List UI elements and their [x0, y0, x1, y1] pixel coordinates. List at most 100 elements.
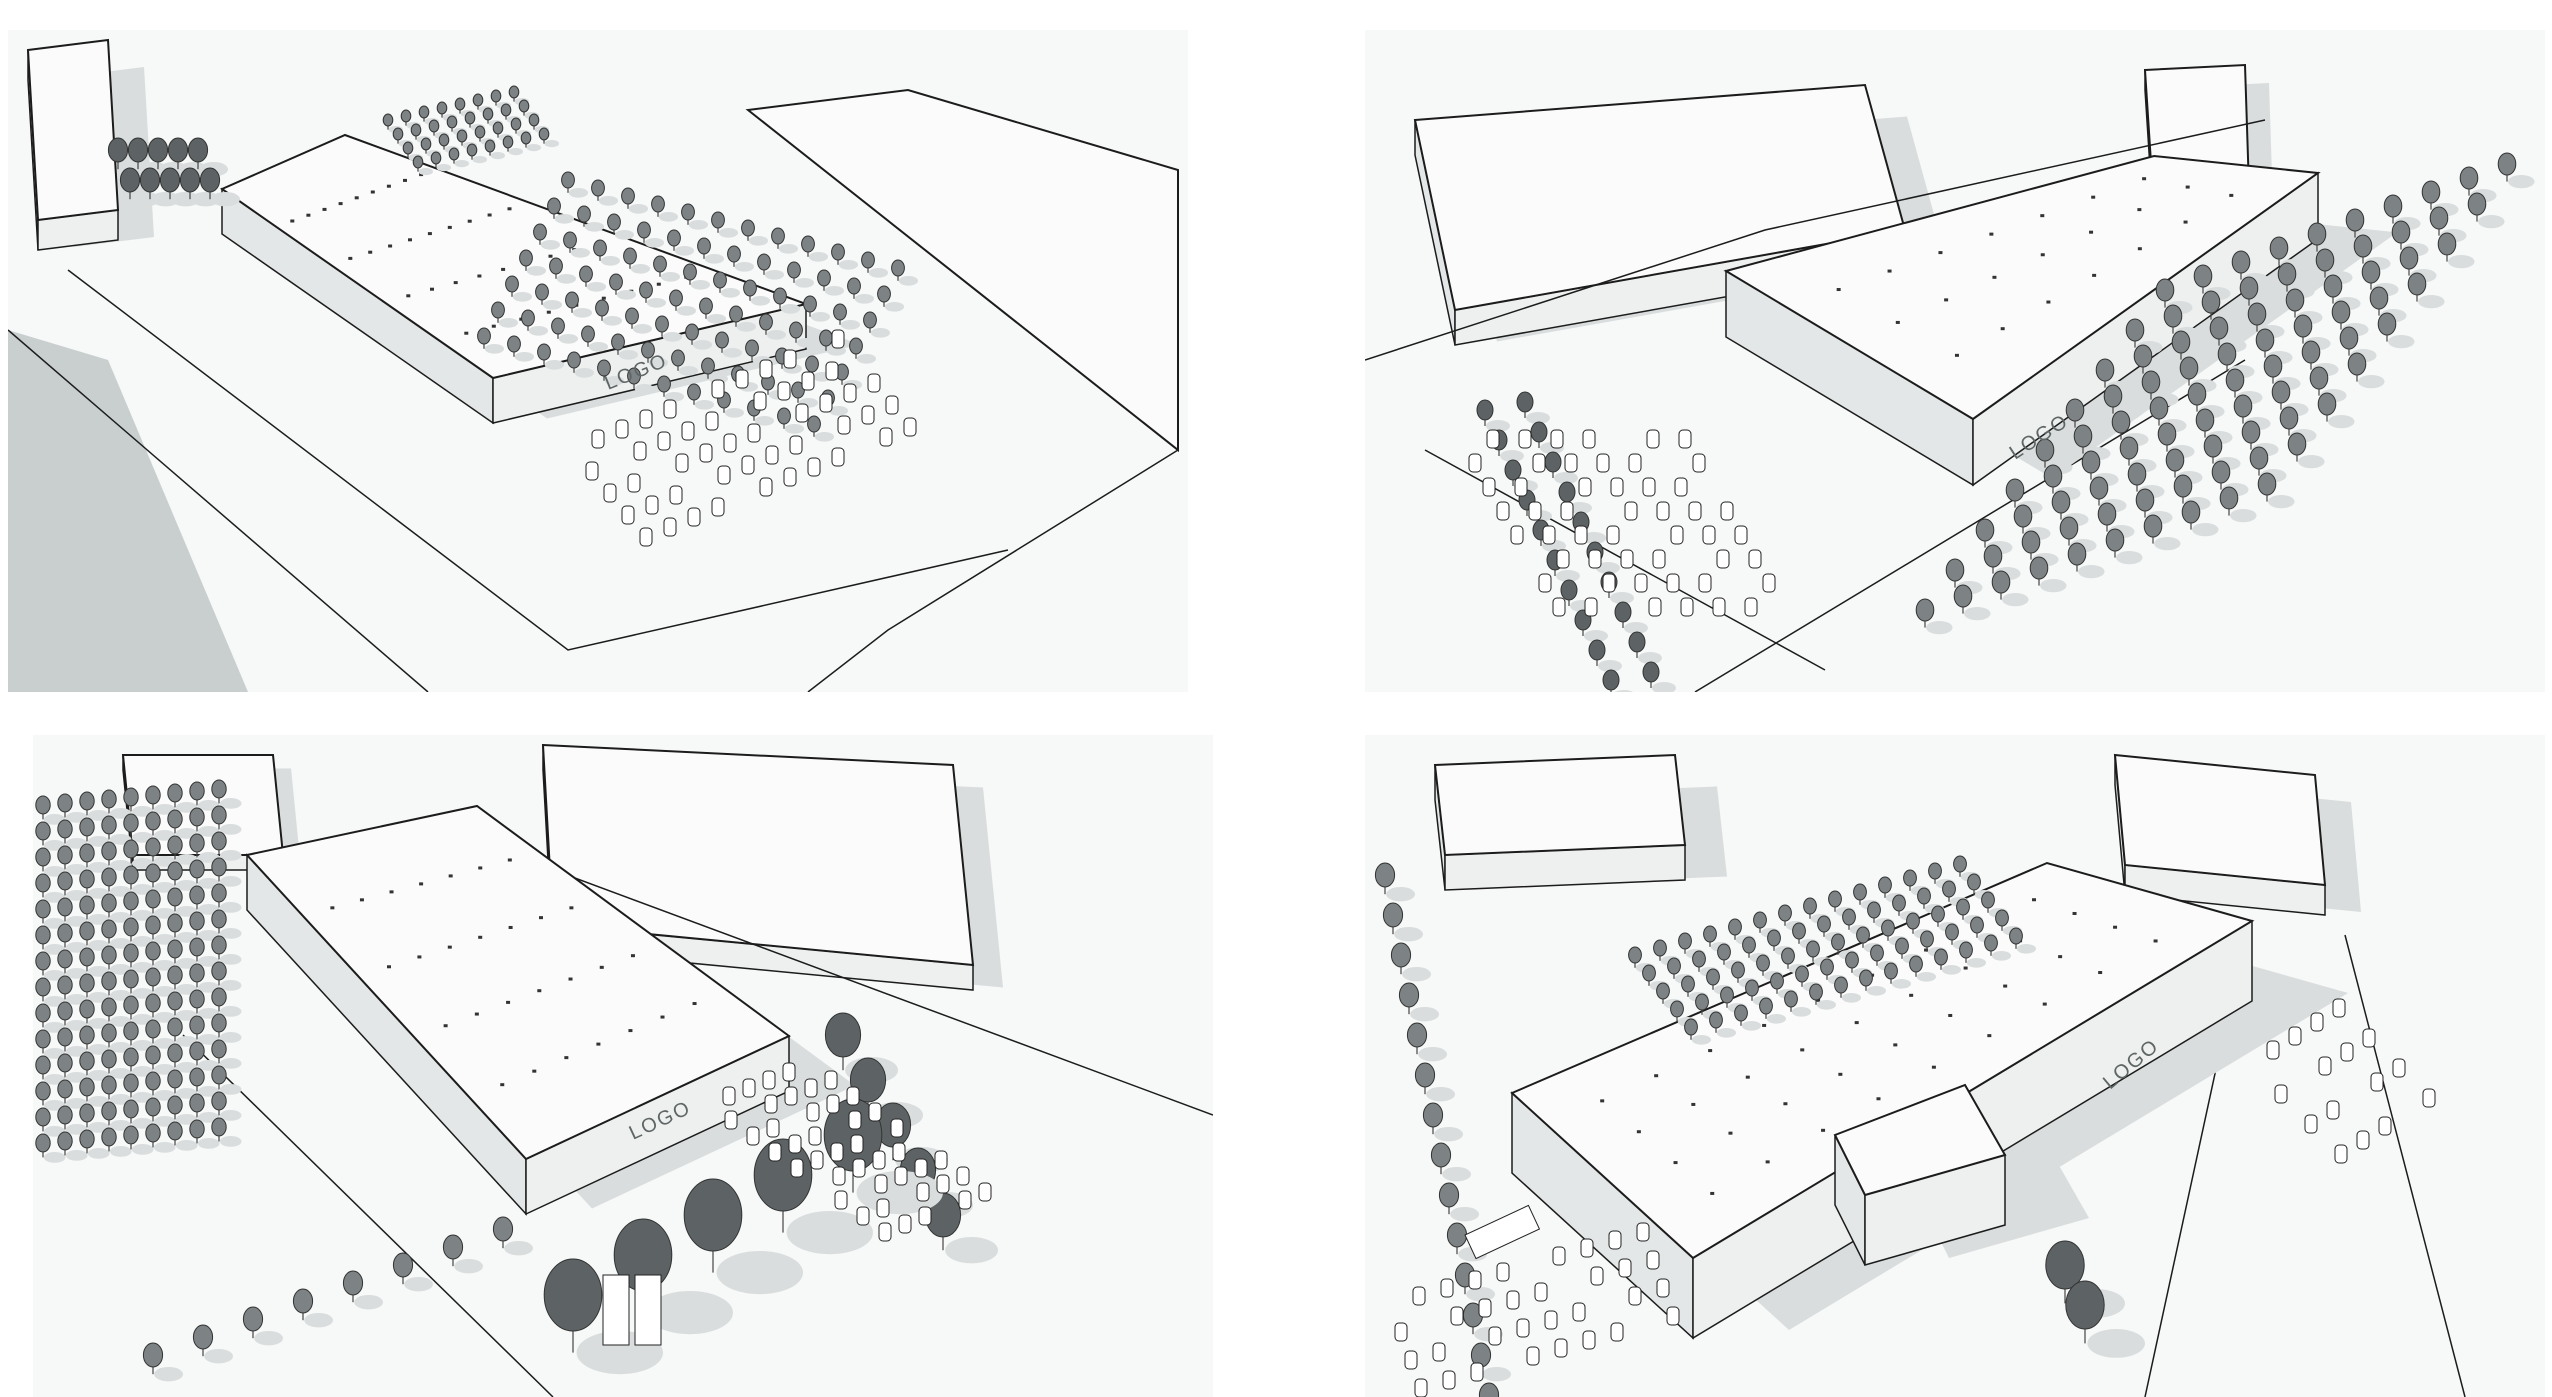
tree-icon [2377, 312, 2397, 336]
tree-icon [549, 257, 563, 275]
tree-shadow [1916, 972, 1936, 982]
tree-icon [101, 971, 117, 991]
car-icon [819, 393, 833, 413]
roof-skylight [1836, 288, 1841, 292]
car-icon [890, 1118, 904, 1138]
tree-icon [189, 1041, 205, 1061]
car-icon [1596, 453, 1610, 473]
tree-icon [1614, 601, 1632, 623]
car-icon [1666, 573, 1680, 593]
roof-skylight [501, 267, 506, 271]
warehouse-annex-roof [1833, 1083, 2007, 1197]
car-icon [848, 1110, 862, 1130]
tree-shadow [588, 342, 609, 352]
car-icon [639, 409, 653, 429]
road-edge [8, 329, 429, 692]
car-icon [892, 1142, 906, 1162]
roof-skylight [1673, 1161, 1678, 1165]
tree-shadow [1434, 1127, 1463, 1142]
tree-shadow [764, 270, 785, 280]
tree-icon [211, 779, 227, 799]
roof-skylight [1992, 275, 1997, 279]
tree-icon [167, 913, 183, 933]
tree-icon [1398, 982, 1420, 1008]
tree-shadow [1568, 502, 1592, 514]
tree-shadow [556, 274, 577, 284]
tree-icon [2165, 448, 2185, 472]
car-icon [764, 1094, 778, 1114]
car-icon [1602, 573, 1616, 593]
tree-icon [101, 1101, 117, 1121]
car-icon [657, 431, 671, 451]
tree-icon [1695, 993, 1709, 1011]
car-icon [872, 1150, 886, 1170]
tree-icon [623, 247, 637, 265]
car-icon [934, 1150, 948, 1170]
roof-skylight [448, 874, 453, 878]
car-icon [825, 361, 839, 381]
tree-shadow [898, 276, 919, 286]
tree-shadow [630, 264, 651, 274]
roof-skylight [548, 254, 553, 258]
tree-icon [2271, 380, 2291, 404]
tree-icon [1476, 399, 1494, 421]
tree-icon [1681, 975, 1695, 993]
tree-icon [831, 243, 845, 261]
tree-icon [819, 329, 833, 347]
tree-shadow [436, 164, 451, 172]
tree-shadow [1466, 1287, 1495, 1302]
car-icon [633, 441, 647, 461]
tree-icon [35, 977, 51, 997]
roof-skylight [656, 282, 661, 286]
car-icon [1432, 1342, 1446, 1362]
car-icon [1720, 501, 1734, 521]
car-icon [711, 497, 725, 517]
car-icon [1564, 453, 1578, 473]
tree-icon [2307, 222, 2327, 246]
tree-icon [446, 115, 458, 129]
road-edge [807, 449, 1179, 692]
tree-shadow [131, 192, 160, 207]
tree-shadow [736, 322, 757, 332]
tree-icon [402, 141, 414, 155]
tree-icon [1870, 944, 1884, 962]
tree-icon [595, 299, 609, 317]
tree-shadow [614, 230, 635, 240]
tree-icon [123, 787, 139, 807]
car-icon [741, 455, 755, 475]
tree-icon [438, 133, 450, 147]
tree-icon [803, 295, 817, 313]
car-icon [804, 1078, 818, 1098]
car-icon [1618, 1258, 1632, 1278]
tree-icon [538, 127, 550, 141]
tree-icon [1803, 897, 1817, 915]
tree-icon [508, 85, 520, 99]
tree-icon [1817, 915, 1831, 933]
car-icon [759, 359, 773, 379]
tree-icon [2279, 406, 2299, 430]
tree-icon [861, 251, 875, 269]
tree-shadow [1584, 630, 1608, 642]
tree-icon [2437, 232, 2457, 256]
tree-icon [145, 967, 161, 987]
roof-skylight [419, 882, 424, 886]
car-icon [856, 1206, 870, 1226]
tree-icon [101, 867, 117, 887]
car-icon [766, 1118, 780, 1138]
tree-shadow [748, 236, 769, 246]
render-view-1: LOGO [8, 30, 1188, 692]
tree-shadow [87, 1148, 110, 1159]
tree-icon [1881, 919, 1895, 937]
tree-icon [669, 289, 683, 307]
tree-shadow [1791, 1007, 1811, 1017]
roof-skylight [2058, 955, 2063, 959]
tree-icon [35, 1081, 51, 1101]
tree-icon [79, 817, 95, 837]
car-icon [808, 1126, 822, 1146]
car-icon [1608, 1230, 1622, 1250]
tree-shadow [65, 1150, 88, 1161]
tree-icon [2287, 432, 2307, 456]
tree-icon [641, 341, 655, 359]
car-icon [2266, 1040, 2280, 1060]
tree-icon [382, 113, 394, 127]
